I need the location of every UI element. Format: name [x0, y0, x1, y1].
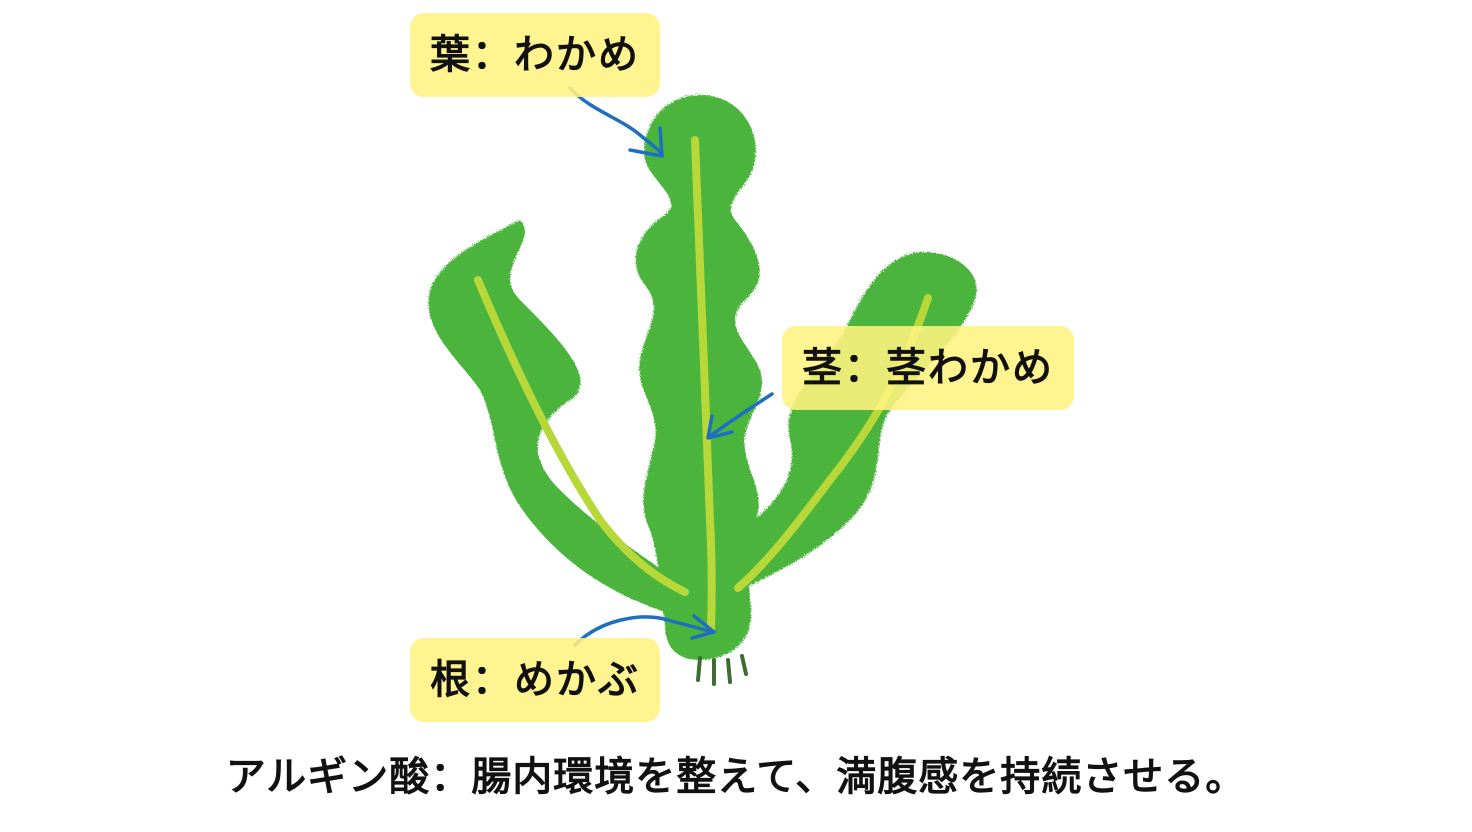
left-midrib — [474, 276, 689, 596]
root-label: 根：めかぶ — [410, 638, 660, 722]
central-frond — [635, 95, 763, 660]
stem-label: 茎：茎わかめ — [782, 326, 1074, 410]
stem-arrow — [706, 392, 774, 440]
caption: アルギン酸：腸内環境を整えて、満腹感を持続させる。 — [225, 754, 1247, 800]
root-arrow — [573, 614, 716, 647]
leaf-arrow — [568, 86, 664, 158]
leaf-label: 葉：わかめ — [410, 13, 660, 97]
right-frond — [716, 251, 977, 610]
root-strands — [696, 654, 748, 686]
central-midrib — [691, 136, 716, 634]
pointer-arrows — [568, 86, 774, 647]
